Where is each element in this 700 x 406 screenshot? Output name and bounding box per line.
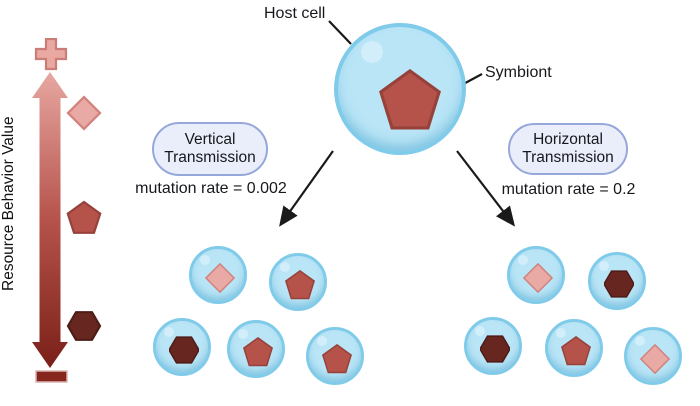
symbiont-diamond-light-icon	[523, 263, 553, 293]
symbiont-diamond-light-icon	[640, 344, 670, 374]
cell-highlight	[238, 329, 248, 339]
symbiont-pentagon-medium-icon	[285, 270, 315, 300]
axis-label: Resource Behavior Value	[0, 116, 17, 292]
horizontal-mutation-rate: mutation rate = 0.2	[501, 181, 636, 198]
symbiont-label: Symbiont	[485, 64, 552, 81]
host-cell-label: Host cell	[264, 5, 326, 22]
horizontal-title-line2: Transmission	[522, 149, 614, 166]
symbiont-diamond-light-icon	[205, 263, 235, 293]
resource-behavior-axis	[28, 37, 104, 388]
cell-highlight	[317, 336, 327, 346]
cell-highlight	[635, 336, 645, 346]
symbiont-pentagon-medium-icon	[322, 344, 352, 374]
offspring-cell	[507, 246, 565, 304]
offspring-cell	[153, 318, 211, 376]
resource-behavior-axis-graphic	[32, 37, 102, 383]
offspring-cell	[269, 253, 327, 311]
cell-highlight	[475, 326, 485, 336]
vertical-title-line1: Vertical	[184, 131, 236, 149]
cell-highlight	[556, 328, 566, 338]
cell-highlight	[361, 41, 383, 63]
hexagon-dark-icon	[66, 311, 102, 341]
gradient-arrow	[32, 72, 68, 368]
cell-highlight	[280, 262, 290, 272]
horizontal-transmission-pill: Horizontal Transmission	[508, 123, 628, 175]
cell-highlight	[200, 255, 210, 265]
vertical-title-line2: Transmission	[164, 149, 256, 166]
symbiont-hexagon-dark-icon	[604, 270, 634, 298]
offspring-cell	[189, 246, 247, 304]
host-cell	[334, 23, 466, 155]
plus-icon	[34, 37, 68, 71]
offspring-cell	[624, 327, 682, 385]
cell-highlight	[518, 255, 528, 265]
vertical-transmission-pill: Vertical Transmission	[152, 122, 268, 176]
cell-highlight	[164, 327, 174, 337]
symbiont-pentagon-medium-icon	[243, 337, 273, 367]
symbiont-pentagon-medium-icon	[561, 336, 591, 366]
diamond-light-icon	[66, 95, 102, 131]
offspring-cell	[588, 252, 646, 310]
offspring-cell	[306, 327, 364, 385]
host-cell-pointer-line	[328, 20, 352, 45]
minus-icon	[35, 370, 68, 383]
offspring-cell	[227, 320, 285, 378]
vertical-mutation-rate: mutation rate = 0.002	[135, 180, 287, 197]
symbiont-hexagon-dark-icon	[169, 336, 199, 364]
offspring-cell	[545, 319, 603, 377]
offspring-cell	[464, 317, 522, 375]
symbiont-hexagon-dark-icon	[480, 335, 510, 363]
horizontal-title-line1: Horizontal	[533, 131, 603, 149]
pentagon-medium-icon	[66, 200, 102, 234]
symbiont-pentagon-icon	[379, 69, 441, 130]
cell-highlight	[599, 261, 609, 271]
